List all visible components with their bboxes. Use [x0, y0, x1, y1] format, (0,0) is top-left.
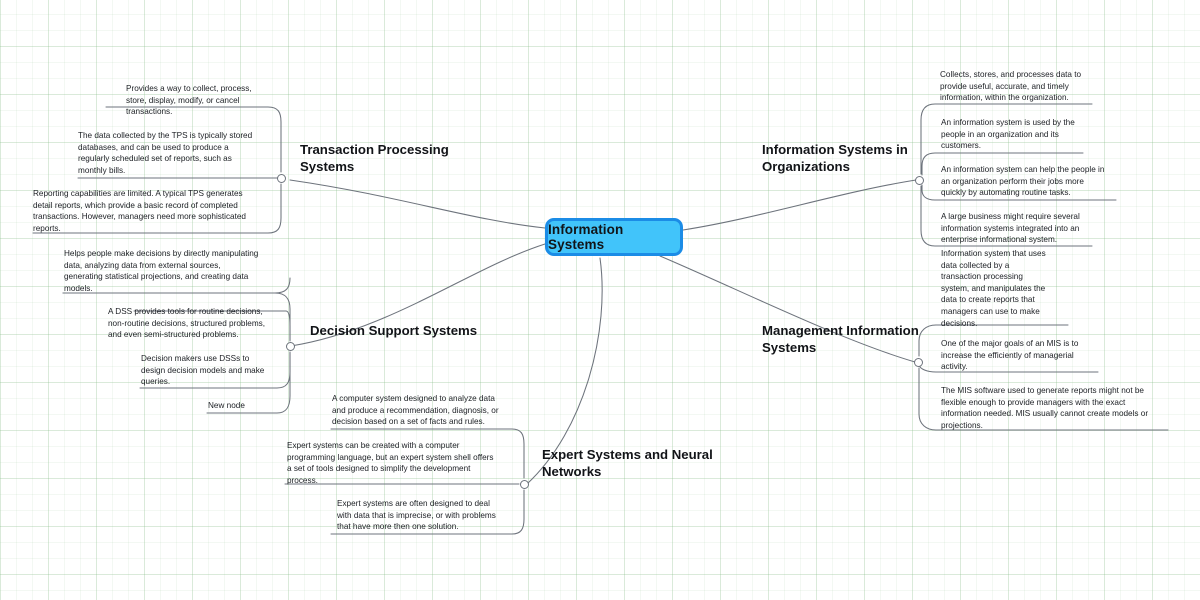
branch-label-iso[interactable]: Information Systems in Organizations: [762, 142, 908, 174]
leaf-text: Expert systems are often designed to dea…: [337, 499, 496, 532]
leaf-text: New node: [208, 401, 245, 410]
leaf-iso-2[interactable]: An information system is used by the peo…: [941, 117, 1091, 152]
leaf-dss-3[interactable]: Decision makers use DSSs to design decis…: [141, 353, 291, 388]
root-node[interactable]: Information Systems: [545, 218, 683, 256]
branch-label-dss[interactable]: Decision Support Systems: [310, 323, 478, 338]
leaf-text: Provides a way to collect, process, stor…: [126, 84, 252, 117]
leaf-text: The data collected by the TPS is typical…: [78, 131, 253, 175]
root-node-label: Information Systems: [548, 222, 624, 252]
leaf-iso-4[interactable]: A large business might require several i…: [941, 211, 1099, 246]
leaf-text: Information system that uses data collec…: [941, 249, 1046, 328]
leaf-dss-1[interactable]: Helps people make decisions by directly …: [64, 248, 276, 294]
leaf-text: One of the major goals of an MIS is to i…: [941, 339, 1079, 372]
leaf-dss-2[interactable]: A DSS provides tools for routine decisio…: [108, 306, 283, 341]
branch-label-tps[interactable]: Transaction Processing Systems: [300, 142, 449, 174]
node-dot-dss[interactable]: [285, 341, 295, 351]
leaf-mis-3[interactable]: The MIS software used to generate report…: [941, 385, 1176, 431]
leaf-text: The MIS software used to generate report…: [941, 386, 1149, 430]
leaf-text: Helps people make decisions by directly …: [64, 249, 259, 293]
leaf-tps-3[interactable]: Reporting capabilities are limited. A ty…: [33, 188, 278, 234]
leaf-expert-3[interactable]: Expert systems are often designed to dea…: [337, 498, 512, 533]
leaf-expert-1[interactable]: A computer system designed to analyze da…: [332, 393, 507, 428]
leaf-tps-1[interactable]: Provides a way to collect, process, stor…: [126, 83, 276, 118]
leaf-text: A DSS provides tools for routine decisio…: [108, 307, 266, 340]
leaf-text: Reporting capabilities are limited. A ty…: [33, 189, 246, 233]
leaf-text: A computer system designed to analyze da…: [332, 394, 499, 427]
leaf-iso-1[interactable]: Collects, stores, and processes data to …: [940, 69, 1095, 104]
node-dot-expert[interactable]: [519, 479, 529, 489]
leaf-text: An information system is used by the peo…: [941, 118, 1075, 151]
leaf-mis-1[interactable]: Information system that uses data collec…: [941, 248, 1077, 329]
leaf-text: Collects, stores, and processes data to …: [940, 70, 1082, 103]
leaf-dss-4[interactable]: New node: [208, 400, 286, 412]
node-dot-iso[interactable]: [914, 175, 924, 185]
node-dot-mis[interactable]: [913, 357, 923, 367]
leaf-expert-2[interactable]: Expert systems can be created with a com…: [287, 440, 509, 486]
leaf-tps-2[interactable]: The data collected by the TPS is typical…: [78, 130, 276, 176]
leaf-iso-3[interactable]: An information system can help the peopl…: [941, 164, 1119, 199]
branch-label-expert[interactable]: Expert Systems and Neural Networks: [542, 447, 713, 479]
leaf-text: Decision makers use DSSs to design decis…: [141, 354, 265, 387]
node-dot-tps[interactable]: [276, 173, 286, 183]
leaf-mis-2[interactable]: One of the major goals of an MIS is to i…: [941, 338, 1106, 373]
branch-label-mis[interactable]: Management Information Systems: [762, 323, 919, 355]
leaf-text: An information system can help the peopl…: [941, 165, 1105, 198]
leaf-text: Expert systems can be created with a com…: [287, 441, 494, 485]
leaf-text: A large business might require several i…: [941, 212, 1080, 245]
